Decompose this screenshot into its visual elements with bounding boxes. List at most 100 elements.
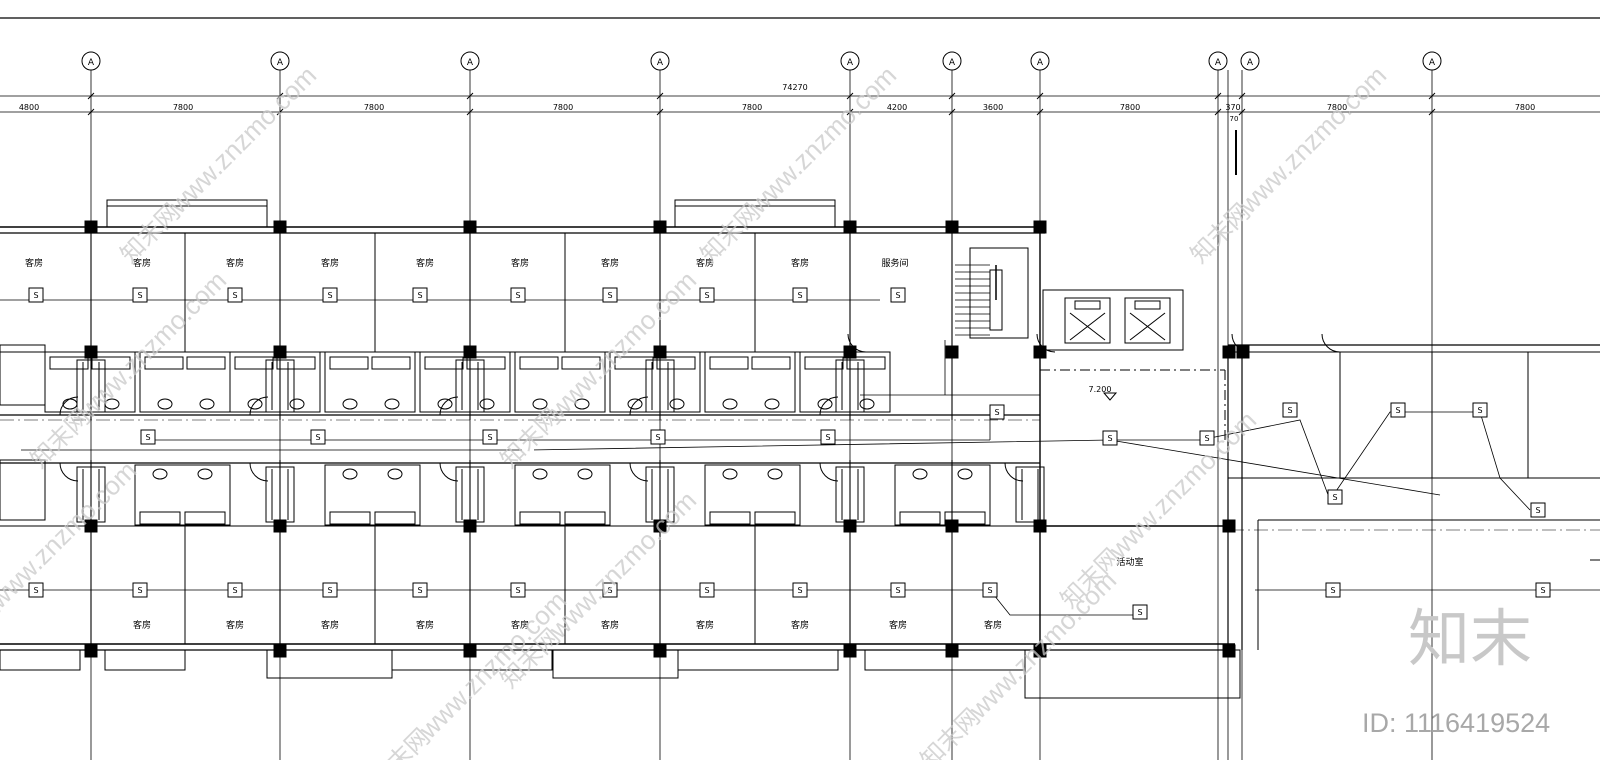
axis-bubble [81,51,101,71]
watermark-site: www.znzmo.com [542,485,702,645]
watermark-site: www.znzmo.com [72,265,232,425]
bathroom-block [419,351,511,413]
door-swing [439,462,459,482]
bathtub [754,511,796,525]
bathtub [49,356,89,370]
switch-label: S [137,586,142,595]
watermark-site: www.znzmo.com [742,60,902,220]
dimension-tick [846,92,854,100]
watermark-layer: www.znzmo.com知末网www.znzmo.com知末网www.znzm… [0,60,1392,760]
watermark-site: www.znzmo.com [412,585,572,745]
switch-label: S [704,291,709,300]
dimension-tick [466,108,474,116]
toilet [957,468,973,480]
balcony [104,649,186,671]
switch-symbol [482,429,498,445]
switch-label: S [137,291,142,300]
switch-symbol [699,287,715,303]
switch-symbol [510,287,526,303]
balcony [864,649,1026,671]
door-swing [629,396,649,416]
dimension-tick [948,108,956,116]
bathtub [846,356,886,370]
elevator-cross [1069,312,1106,341]
switch-symbol [1325,582,1341,598]
column [945,220,959,234]
axis-bubble [650,51,670,71]
axis-label: A [949,58,956,68]
room-labels: 客房客房客房客房客房客房客房客房客房服务间客房客房客房客房客房客房客房客房客房客… [25,257,1144,631]
wardrobe [835,359,865,413]
column [1033,644,1047,658]
wiring-line [0,589,1140,616]
bay-dimension: 7800 [1327,103,1347,112]
watermark-site: www.znzmo.com [162,60,322,220]
toilet [152,468,168,480]
room-label: 客房 [511,257,529,269]
switch-label: S [607,291,612,300]
wardrobe [455,466,485,523]
door-swing [249,396,269,416]
bathtub [91,356,131,370]
switch-symbol [890,582,906,598]
bay-dimension: 4800 [19,103,39,112]
door-swing [59,462,79,482]
switch-label: S [797,291,802,300]
bay-dimension: 4200 [887,103,907,112]
bathroom-block [704,351,796,413]
switch-label: S [145,433,150,442]
watermark-site: www.znzmo.com [542,265,702,425]
axis-label: A [657,58,664,68]
elevator-lobby [1042,289,1184,351]
toilet [817,398,833,410]
switch-symbol [227,287,243,303]
dimension-tick [1214,108,1222,116]
switch-label: S [895,291,900,300]
bathroom-block [704,464,801,526]
switch-symbol [650,429,666,445]
room-label: 客房 [889,619,907,631]
balcony [674,199,836,228]
switch-label: S [704,586,709,595]
switch-symbol [602,582,618,598]
switch-symbol [602,287,618,303]
switch-symbol [1327,489,1343,505]
wardrobe [1015,466,1045,523]
toilet [157,398,173,410]
axis-bubble [942,51,962,71]
speaker-icon [522,442,534,458]
bathtub [561,356,601,370]
bathroom-block [324,351,416,413]
bathtub [374,511,416,525]
bathtub [466,356,506,370]
dimension-tick [1036,108,1044,116]
bay-dimension: 370 [1225,103,1240,112]
switch-label: S [987,586,992,595]
room-label: 客房 [791,257,809,269]
dimension-tick [1428,92,1436,100]
switch-label: S [1332,493,1337,502]
wiring-line [20,439,1111,451]
bathtub [424,356,464,370]
bathtub [944,511,986,525]
toilet [479,398,495,410]
switch-symbol [792,287,808,303]
bathtub [144,356,184,370]
switch-symbol [132,287,148,303]
bay-dimension: 7800 [364,103,384,112]
switch-symbol [1472,402,1488,418]
bathtub [519,511,561,525]
axis-label: A [1215,58,1222,68]
wardrobe [455,359,485,413]
switch-symbol [1102,430,1118,446]
balcony [106,199,268,228]
bathtub [899,511,941,525]
bathtub [276,356,316,370]
switch-label: S [515,291,520,300]
bathtub [329,356,369,370]
toilet [764,398,780,410]
room-label: 客房 [226,619,244,631]
column [653,220,667,234]
